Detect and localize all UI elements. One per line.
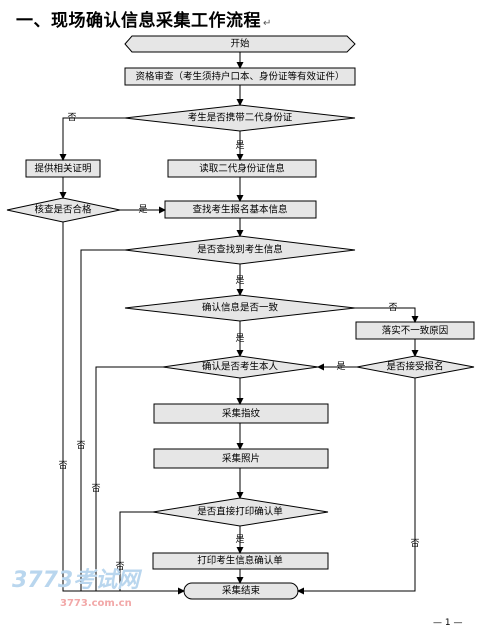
label-accept-yes: 是 [336,361,345,372]
lookup-text: 查找考生报名基本信息 [192,204,287,216]
edge-printdirect-no [119,511,153,591]
found-text: 是否查找到考生信息 [197,244,283,256]
check-ok-text: 核查是否合格 [34,204,92,216]
edge-accept-no [297,378,416,595]
edge-consistent-no [355,307,419,323]
heading-text: 一、现场确认信息采集工作流程 [16,11,261,31]
label-found-no: 否 [76,440,85,451]
label-hasid-no: 否 [67,112,76,123]
label-check-no: 否 [58,460,67,471]
label-printdirect-yes: 是 [235,534,244,545]
photo-text: 采集照片 [222,453,260,465]
start-text: 开始 [230,38,250,50]
label-found-yes: 是 [235,275,244,286]
read-id-text: 读取二代身份证信息 [199,163,285,175]
found-decision [124,235,356,265]
accept-text: 是否接受报名 [386,361,443,373]
label-consistent-no: 否 [388,302,397,313]
review-text: 资格审查（考生须持户口本、身份证等有效证件） [135,71,344,83]
print-confirm-text: 打印考生信息确认单 [197,555,283,567]
consistent-text: 确认信息是否一致 [202,302,279,314]
label-hasid-yes: 是 [235,140,244,151]
has-id2-text: 考生是否携带二代身份证 [188,112,293,124]
edge-self-no [95,366,163,591]
page-title: 一、现场确认信息采集工作流程↵ [16,6,272,31]
label-self-no: 否 [91,483,100,494]
edge-check-no [62,222,185,595]
label-printdirect-no: 否 [115,561,124,572]
page-number: — 1 — [433,618,462,628]
has-id2-decision [124,104,356,132]
watermark-url: 3773.com.cn [60,598,132,609]
resolve-text: 落实不一致原因 [382,325,449,337]
edge-hasid-no [59,117,125,161]
is-self-text: 确认是否考生本人 [202,361,279,373]
start-node [124,35,356,53]
fingerprint-text: 采集指纹 [222,408,261,420]
label-consistent-yes: 是 [235,333,244,344]
print-direct-text: 是否直接打印确认单 [197,506,283,518]
return-mark: ↵ [263,18,272,29]
provide-proof-text: 提供相关证明 [34,163,91,175]
label-check-yes: 是 [138,204,147,215]
label-accept-no: 否 [410,538,419,549]
print-direct-decision [152,497,329,527]
edge-found-no [80,249,125,591]
end-text: 采集结束 [222,585,261,597]
watermark-brand: 3773考试网 [12,568,142,593]
accept-decision [356,355,475,379]
